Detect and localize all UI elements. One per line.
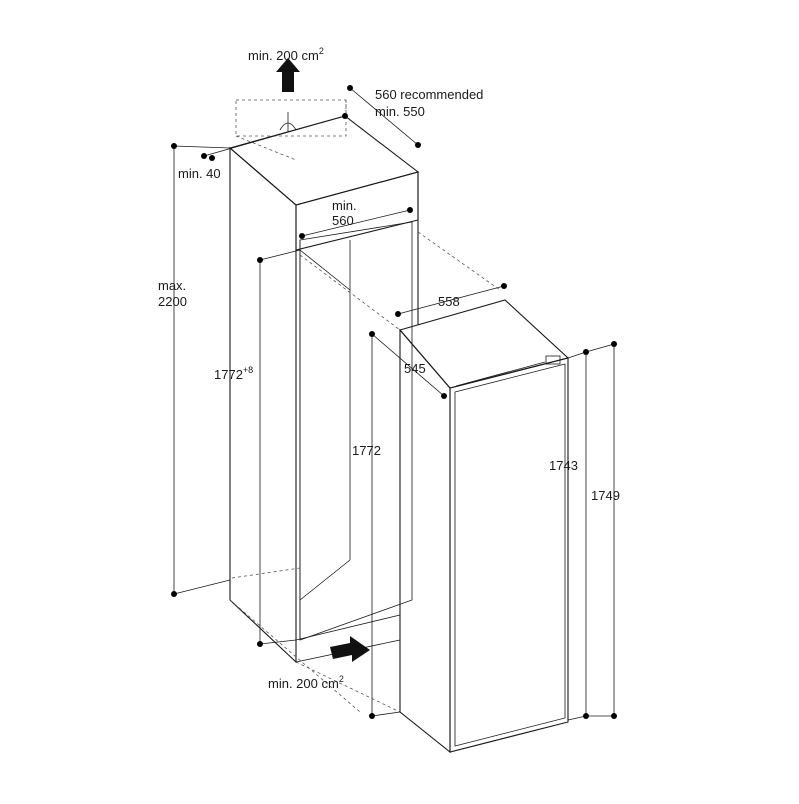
vent-bottom-label: min. 200 cm2 xyxy=(268,674,344,691)
dimension-lines xyxy=(171,85,617,721)
niche-cabinet xyxy=(228,99,420,664)
niche-width-label-line1: min. xyxy=(332,198,357,213)
arrow-right-icon xyxy=(330,636,370,662)
niche-height-label: 1772 xyxy=(352,443,381,458)
appliance-door xyxy=(449,357,569,753)
niche-height-tolerance-label: 1772+8 xyxy=(214,365,253,382)
niche-height-max-label-line2: 2200 xyxy=(158,294,187,309)
appliance-height-total-label: 1749 xyxy=(591,488,620,503)
vent-top-label: min. 200 cm2 xyxy=(248,46,324,63)
appliance-height-body-label: 1743 xyxy=(549,458,578,473)
appliance-depth-label: 545 xyxy=(404,361,426,376)
projection-lines xyxy=(229,231,501,713)
appliance-width-label: 558 xyxy=(438,294,460,309)
appliance xyxy=(399,299,570,754)
niche-front-frame xyxy=(295,171,419,251)
niche-width-label-line2: 560 xyxy=(332,213,354,228)
arrow-up-icon xyxy=(276,58,300,92)
gap-min-label: min. 40 xyxy=(178,166,221,181)
niche-top-face xyxy=(228,115,420,206)
niche-height-max-label-line1: max. xyxy=(158,278,186,293)
niche-opening xyxy=(299,221,413,641)
niche-left-side xyxy=(229,146,297,664)
depth-recommended-label: 560 recommended xyxy=(375,87,483,102)
appliance-left-side xyxy=(399,328,451,754)
depth-min-label: min. 550 xyxy=(375,104,425,119)
